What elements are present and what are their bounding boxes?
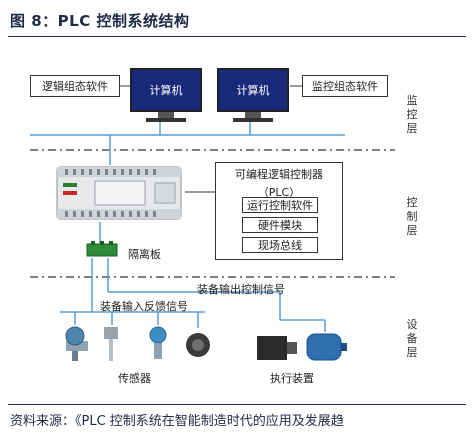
actuators-label: 执行装置	[270, 372, 314, 385]
runtime-control-software-label: 运行控制软件	[247, 199, 313, 212]
plc-device-image	[56, 166, 182, 220]
fieldbus-label: 现场总线	[258, 239, 302, 252]
computer-right-label: 计算机	[236, 84, 270, 97]
computer-left-label: 计算机	[149, 84, 183, 97]
isolation-board-image	[86, 241, 118, 257]
plc-subtitle: （PLC）	[257, 186, 301, 199]
monitor-config-software-box: 监控组态软件	[302, 75, 388, 97]
isolation-board-label: 隔离板	[128, 248, 161, 261]
encoder-sensor	[186, 333, 210, 357]
input-feedback-signal-label: 装备输入反馈信号	[100, 300, 188, 313]
monitor-right-base	[233, 118, 273, 122]
footer-rule	[8, 404, 466, 405]
source-note: 资料来源：《PLC 控制系统在智能制造时代的应用及发展趋	[10, 414, 344, 429]
induction-motor	[306, 333, 347, 361]
monitor-right-neck	[245, 112, 261, 118]
page-title: 图 8：PLC 控制系统结构	[10, 12, 190, 30]
pressure-sensor	[149, 326, 167, 359]
monitor-left-base	[146, 118, 186, 122]
hardware-module-label: 硬件模块	[258, 219, 302, 232]
runtime-control-software-box: 运行控制软件	[242, 197, 318, 213]
temperature-sensor	[104, 327, 118, 361]
layer-label-device: 设备层	[406, 318, 418, 359]
title-rule	[8, 36, 466, 37]
hardware-module-box: 硬件模块	[242, 217, 318, 233]
layer-label-monitoring: 监控层	[406, 94, 418, 135]
computer-left: 计算机	[130, 68, 202, 128]
actuator-images	[257, 333, 347, 361]
flowmeter-sensor	[65, 326, 88, 361]
logic-config-software-label: 逻辑组态软件	[42, 80, 108, 93]
fieldbus-box: 现场总线	[242, 237, 318, 253]
computer-right-screen: 计算机	[217, 68, 289, 112]
plc-title: 可编程逻辑控制器	[235, 168, 323, 181]
logic-config-software-box: 逻辑组态软件	[30, 75, 120, 97]
monitor-left-neck	[158, 112, 174, 118]
computer-left-screen: 计算机	[130, 68, 202, 112]
plc-control-box: 可编程逻辑控制器 （PLC） 运行控制软件 硬件模块 现场总线	[215, 162, 343, 260]
servo-motor	[257, 336, 297, 360]
sensors-label: 传感器	[118, 372, 151, 385]
output-control-signal-label: 装备输出控制信号	[197, 283, 285, 296]
computer-right: 计算机	[217, 68, 289, 128]
layer-label-control: 控制层	[406, 196, 418, 237]
sensor-images	[65, 326, 210, 361]
monitor-config-software-label: 监控组态软件	[312, 80, 378, 93]
